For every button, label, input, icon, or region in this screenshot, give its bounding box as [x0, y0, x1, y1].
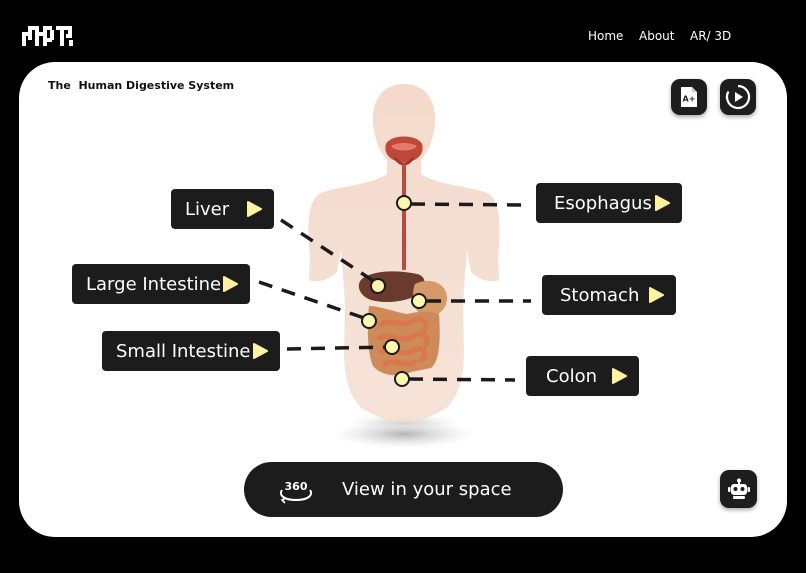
play-icon [655, 195, 670, 211]
marker-stomach[interactable] [411, 293, 427, 309]
top-nav: Home About AR/ 3D [0, 29, 806, 45]
label-liver[interactable]: Liver [171, 189, 274, 229]
play-icon [649, 287, 664, 303]
play-icon [223, 276, 238, 292]
assistant-button[interactable] [720, 470, 757, 508]
label-large-intestine[interactable]: Large Intestine [72, 264, 250, 304]
viewer-panel: The Human Digestive System [19, 62, 787, 537]
label-esophagus-text: Esophagus [554, 192, 652, 214]
marker-large-intestine[interactable] [361, 313, 377, 329]
page-title: The Human Digestive System [48, 79, 235, 92]
view-in-space-label: View in your space [342, 479, 512, 500]
label-stomach[interactable]: Stomach [542, 275, 676, 315]
view-in-space-button[interactable]: 360 View in your space [244, 462, 563, 517]
marker-small-intestine[interactable] [384, 339, 400, 355]
label-stomach-text: Stomach [560, 284, 640, 306]
label-colon[interactable]: Colon [526, 356, 639, 396]
marker-esophagus[interactable] [396, 195, 412, 211]
label-colon-text: Colon [546, 365, 598, 387]
nav-ar-3d-link[interactable]: AR/ 3D [690, 29, 732, 43]
font-size-button[interactable]: A+ [671, 79, 707, 115]
font-size-icon: A+ [681, 87, 697, 107]
label-small-intestine-text: Small Intestine [116, 340, 251, 362]
brand-logo-icon[interactable] [22, 24, 74, 46]
replay-button[interactable] [720, 79, 756, 115]
svg-text:360: 360 [285, 480, 308, 493]
organ-markers [361, 195, 427, 387]
play-icon [253, 343, 268, 359]
marker-liver[interactable] [370, 278, 386, 294]
robot-icon [727, 478, 750, 499]
play-icon [247, 201, 262, 217]
nav-about-link[interactable]: About [639, 29, 675, 43]
marker-colon[interactable] [394, 371, 410, 387]
replay-icon [725, 84, 751, 110]
esophagus-organ [402, 164, 406, 270]
anatomy-model[interactable] [19, 62, 787, 537]
label-small-intestine[interactable]: Small Intestine [102, 331, 280, 371]
svg-text:A+: A+ [683, 95, 696, 104]
label-liver-text: Liver [185, 198, 230, 220]
nav-home-link[interactable]: Home [588, 29, 624, 43]
connector-lines [258, 202, 531, 382]
label-esophagus[interactable]: Esophagus [536, 183, 682, 223]
mouth-pharynx [385, 136, 423, 166]
play-icon [612, 368, 627, 384]
360-view-icon: 360 [279, 480, 313, 504]
label-large-intestine-text: Large Intestine [86, 273, 222, 295]
